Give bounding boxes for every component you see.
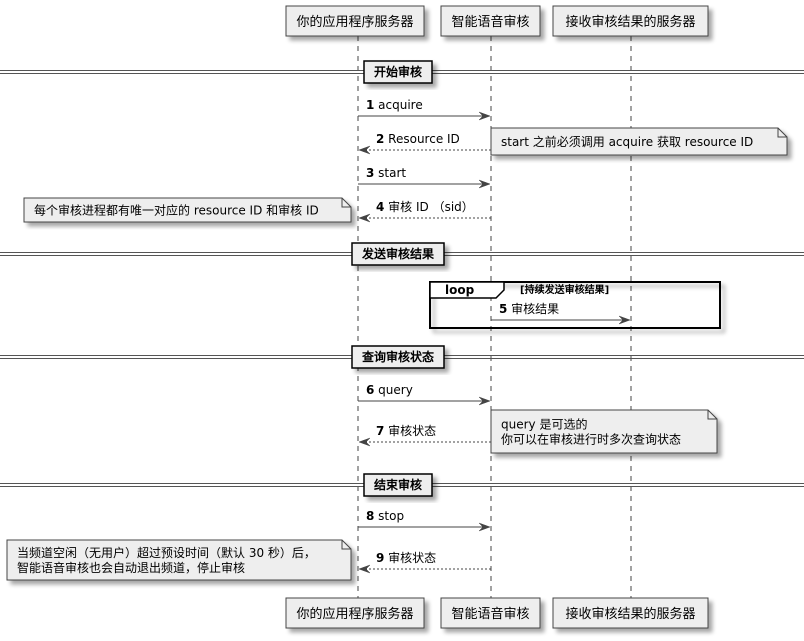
arrowhead xyxy=(478,179,491,189)
note-text: query 是可选的 xyxy=(501,417,587,432)
note-text: start 之前必须调用 acquire 获取 resource ID xyxy=(501,134,753,149)
message-number: 2 xyxy=(376,132,384,146)
message-number: 8 xyxy=(366,509,374,523)
participant-label: 你的应用程序服务器 xyxy=(296,14,413,30)
message-arrow: 9 审核状态 xyxy=(358,550,491,574)
loop-frame: loop [持续发送审核结果] xyxy=(429,281,721,329)
loop-condition: [持续发送审核结果] xyxy=(520,283,609,296)
participant-top: 你的应用程序服务器 xyxy=(285,5,425,37)
message-arrow: 6 query xyxy=(358,383,491,406)
message-label: 3 start xyxy=(366,166,406,180)
note-fold xyxy=(777,128,787,138)
participant-bottom: 接收审核结果的服务器 xyxy=(552,597,709,629)
divider-label: 查询审核状态 xyxy=(361,349,434,364)
participant-label: 智能语音审核 xyxy=(451,14,529,30)
section-divider: 开始审核 xyxy=(0,60,804,84)
message-label: 1 acquire xyxy=(366,98,423,112)
participant-box xyxy=(440,597,541,629)
loop-tab xyxy=(429,281,505,299)
note-text: 智能语音审核也会自动退出频道，停止审核 xyxy=(17,560,245,575)
message-label: 5 审核结果 xyxy=(499,301,559,316)
participant-box xyxy=(285,597,425,629)
section-divider: 发送审核结果 xyxy=(0,242,804,266)
message-label: 2 Resource ID xyxy=(376,132,460,146)
section-divider: 结束审核 xyxy=(0,473,804,497)
arrowhead xyxy=(478,111,491,121)
message-text: query xyxy=(374,383,412,397)
arrowhead xyxy=(478,522,491,532)
participant-top: 接收审核结果的服务器 xyxy=(552,5,709,37)
message-number: 6 xyxy=(366,383,374,397)
participant-box xyxy=(440,5,541,37)
message-text: 审核 ID （sid） xyxy=(384,199,473,214)
message-label: 8 stop xyxy=(366,509,404,523)
message-number: 1 xyxy=(366,98,374,112)
section-divider: 查询审核状态 xyxy=(0,345,804,369)
message-arrow: 1 acquire xyxy=(358,98,491,121)
message-text: 审核状态 xyxy=(384,423,436,438)
message-text: stop xyxy=(374,509,404,523)
note-box xyxy=(6,539,352,581)
message-number: 7 xyxy=(376,424,384,438)
message-number: 5 xyxy=(499,302,507,316)
message-text: 审核结果 xyxy=(507,301,559,316)
loop-keyword: loop xyxy=(445,283,475,297)
participant-label: 智能语音审核 xyxy=(451,606,529,622)
participant-bottom: 你的应用程序服务器 xyxy=(285,597,425,629)
arrowhead xyxy=(478,396,491,406)
note-fold xyxy=(707,410,717,420)
message-number: 9 xyxy=(376,551,384,565)
participant-box xyxy=(552,5,709,37)
participant-label: 接收审核结果的服务器 xyxy=(565,606,695,622)
divider-box xyxy=(351,345,445,369)
note: 当频道空闲（无用户）超过预设时间（默认 30 秒）后， 智能语音审核也会自动退出… xyxy=(6,539,352,581)
note-fold xyxy=(341,198,351,208)
loop-box xyxy=(429,281,721,329)
message-number: 3 xyxy=(366,166,374,180)
message-label: 9 审核状态 xyxy=(376,550,436,565)
participant-box xyxy=(552,597,709,629)
message-text: start xyxy=(374,166,406,180)
message-arrow: 4 审核 ID （sid） xyxy=(358,199,491,223)
participant-bottom: 智能语音审核 xyxy=(440,597,541,629)
note-fold xyxy=(341,540,351,550)
participant-top: 智能语音审核 xyxy=(440,5,541,37)
participant-label: 你的应用程序服务器 xyxy=(296,606,413,622)
divider-box xyxy=(351,242,445,266)
message-arrow: 7 审核状态 xyxy=(358,423,491,447)
note-text: 每个审核进程都有唯一对应的 resource ID 和审核 ID xyxy=(34,203,319,218)
message-arrow: 8 stop xyxy=(358,509,491,532)
participant-label: 接收审核结果的服务器 xyxy=(565,14,695,30)
message-number: 4 xyxy=(376,200,384,214)
note: start 之前必须调用 acquire 获取 resource ID xyxy=(490,127,788,156)
arrowhead xyxy=(358,437,371,447)
message-text: 审核状态 xyxy=(384,550,436,565)
arrowhead xyxy=(358,564,371,574)
note: query 是可选的 你可以在审核进行时多次查询状态 xyxy=(490,409,718,454)
message-arrow: 5 审核结果 xyxy=(491,301,631,325)
message-arrow: 3 start xyxy=(358,166,491,189)
note: 每个审核进程都有唯一对应的 resource ID 和审核 ID xyxy=(23,197,352,223)
divider-label: 开始审核 xyxy=(374,64,422,79)
message-text: acquire xyxy=(374,98,422,112)
note-text: 当频道空闲（无用户）超过预设时间（默认 30 秒）后， xyxy=(17,545,316,560)
divider-box xyxy=(363,473,433,497)
participant-box xyxy=(285,5,425,37)
note-text: 你可以在审核进行时多次查询状态 xyxy=(501,432,681,447)
divider-box xyxy=(363,60,433,84)
arrowhead xyxy=(618,315,631,325)
note-box xyxy=(490,127,788,156)
divider-label: 发送审核结果 xyxy=(361,246,434,261)
note-box xyxy=(23,197,352,223)
message-text: Resource ID xyxy=(384,132,459,146)
note-box xyxy=(490,409,718,454)
arrowhead xyxy=(358,145,371,155)
message-label: 7 审核状态 xyxy=(376,423,436,438)
message-label: 6 query xyxy=(366,383,413,397)
arrowhead xyxy=(358,213,371,223)
message-arrow: 2 Resource ID xyxy=(358,132,491,155)
divider-label: 结束审核 xyxy=(374,477,422,492)
message-label: 4 审核 ID （sid） xyxy=(376,199,474,214)
